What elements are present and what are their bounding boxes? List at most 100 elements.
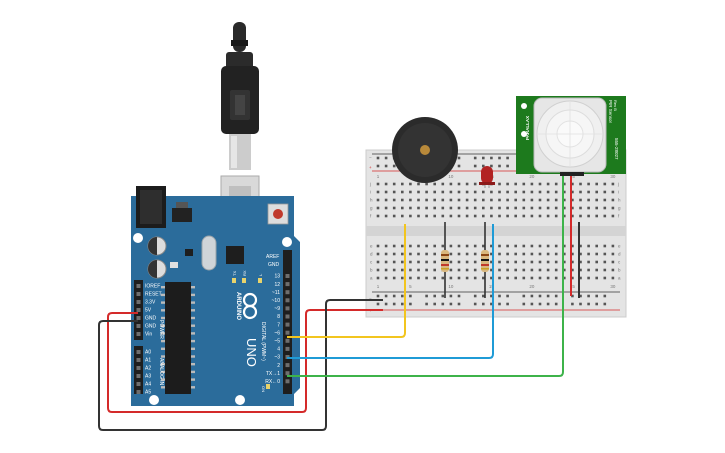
breadboard-hole[interactable]	[522, 198, 526, 202]
breadboard-hole[interactable]	[425, 198, 428, 202]
breadboard-hole[interactable]	[530, 276, 534, 280]
breadboard-hole[interactable]	[376, 156, 380, 160]
breadboard-hole[interactable]	[425, 214, 428, 218]
breadboard-hole[interactable]	[425, 252, 428, 256]
breadboard-hole[interactable]	[457, 244, 461, 248]
breadboard-hole[interactable]	[538, 260, 542, 264]
breadboard-hole[interactable]	[473, 276, 477, 280]
breadboard-hole[interactable]	[449, 268, 453, 272]
breadboard-hole[interactable]	[522, 294, 526, 298]
breadboard-hole[interactable]	[417, 206, 420, 210]
breadboard-hole[interactable]	[563, 276, 566, 280]
breadboard-hole[interactable]	[554, 276, 558, 280]
breadboard-hole[interactable]	[587, 244, 590, 248]
breadboard-hole[interactable]	[417, 190, 420, 194]
breadboard-hole[interactable]	[546, 302, 550, 306]
breadboard-hole[interactable]	[441, 302, 445, 306]
breadboard-hole[interactable]	[563, 244, 566, 248]
breadboard-hole[interactable]	[498, 268, 501, 272]
breadboard-hole[interactable]	[522, 260, 526, 264]
breadboard-hole[interactable]	[401, 260, 404, 264]
breadboard-hole[interactable]	[595, 206, 598, 210]
breadboard-hole[interactable]	[490, 156, 493, 160]
breadboard-hole[interactable]	[595, 302, 598, 306]
breadboard-hole[interactable]	[384, 260, 388, 264]
breadboard-hole[interactable]	[433, 198, 436, 202]
breadboard-hole[interactable]	[579, 182, 582, 186]
breadboard-hole[interactable]	[514, 198, 517, 202]
breadboard-hole[interactable]	[554, 198, 558, 202]
breadboard-hole[interactable]	[465, 182, 469, 186]
breadboard-hole[interactable]	[587, 190, 590, 194]
breadboard-hole[interactable]	[498, 214, 501, 218]
breadboard-hole[interactable]	[546, 244, 550, 248]
breadboard-hole[interactable]	[546, 276, 550, 280]
breadboard-hole[interactable]	[457, 302, 461, 306]
breadboard-hole[interactable]	[376, 244, 380, 248]
breadboard-hole[interactable]	[579, 268, 582, 272]
breadboard-hole[interactable]	[384, 244, 388, 248]
breadboard-hole[interactable]	[514, 182, 517, 186]
breadboard-hole[interactable]	[376, 276, 380, 280]
breadboard-hole[interactable]	[603, 260, 607, 264]
breadboard-hole[interactable]	[595, 268, 598, 272]
breadboard-hole[interactable]	[571, 260, 574, 264]
breadboard-hole[interactable]	[465, 206, 469, 210]
breadboard-hole[interactable]	[376, 182, 380, 186]
breadboard-hole[interactable]	[538, 276, 542, 280]
breadboard-hole[interactable]	[441, 206, 445, 210]
breadboard-hole[interactable]	[384, 156, 388, 160]
breadboard-hole[interactable]	[522, 252, 526, 256]
breadboard-hole[interactable]	[457, 294, 461, 298]
breadboard-hole[interactable]	[514, 214, 517, 218]
breadboard-hole[interactable]	[482, 302, 485, 306]
breadboard-hole[interactable]	[563, 190, 566, 194]
breadboard-hole[interactable]	[611, 214, 615, 218]
breadboard-hole[interactable]	[409, 214, 412, 218]
breadboard-hole[interactable]	[449, 182, 453, 186]
header-pin[interactable]	[136, 366, 141, 370]
breadboard-hole[interactable]	[571, 190, 574, 194]
breadboard-hole[interactable]	[522, 276, 526, 280]
header-pin[interactable]	[285, 379, 290, 384]
breadboard-hole[interactable]	[506, 302, 509, 306]
breadboard-hole[interactable]	[554, 214, 558, 218]
breadboard-hole[interactable]	[392, 206, 396, 210]
breadboard-hole[interactable]	[465, 198, 469, 202]
breadboard-hole[interactable]	[538, 244, 542, 248]
breadboard-hole[interactable]	[538, 294, 542, 298]
breadboard-hole[interactable]	[514, 260, 517, 264]
breadboard-hole[interactable]	[579, 198, 582, 202]
breadboard-hole[interactable]	[563, 252, 566, 256]
breadboard-hole[interactable]	[441, 182, 445, 186]
breadboard-hole[interactable]	[409, 252, 412, 256]
breadboard-hole[interactable]	[554, 252, 558, 256]
header-pin[interactable]	[136, 316, 141, 320]
breadboard-hole[interactable]	[457, 156, 461, 160]
breadboard-hole[interactable]	[449, 252, 453, 256]
breadboard-hole[interactable]	[384, 182, 388, 186]
breadboard-hole[interactable]	[595, 244, 598, 248]
breadboard-hole[interactable]	[490, 198, 493, 202]
breadboard-hole[interactable]	[579, 302, 582, 306]
breadboard-hole[interactable]	[490, 302, 493, 306]
header-pin[interactable]	[285, 274, 290, 278]
breadboard-hole[interactable]	[409, 294, 412, 298]
breadboard-hole[interactable]	[449, 214, 453, 218]
breadboard-hole[interactable]	[401, 214, 404, 218]
breadboard-hole[interactable]	[595, 190, 598, 194]
breadboard-hole[interactable]	[538, 302, 542, 306]
breadboard-hole[interactable]	[603, 244, 607, 248]
breadboard-hole[interactable]	[457, 206, 461, 210]
breadboard-hole[interactable]	[490, 190, 493, 194]
breadboard-hole[interactable]	[571, 214, 574, 218]
breadboard-hole[interactable]	[425, 182, 428, 186]
breadboard-hole[interactable]	[392, 214, 396, 218]
breadboard-hole[interactable]	[506, 156, 509, 160]
breadboard-hole[interactable]	[579, 214, 582, 218]
breadboard-hole[interactable]	[530, 260, 534, 264]
breadboard-hole[interactable]	[603, 182, 607, 186]
breadboard-hole[interactable]	[587, 268, 590, 272]
breadboard-hole[interactable]	[530, 302, 534, 306]
breadboard-hole[interactable]	[465, 268, 469, 272]
